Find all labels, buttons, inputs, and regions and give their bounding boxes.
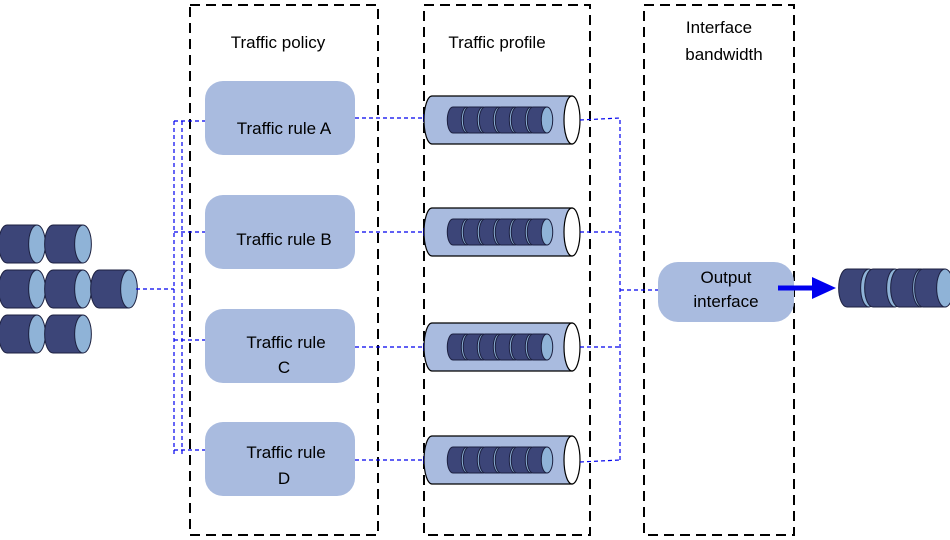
queued-packet [526, 106, 554, 134]
traffic-rule-a-label: Traffic rule A [237, 119, 332, 138]
queue-to-output-connector [579, 117, 669, 463]
traffic-profile-header: Traffic profile [448, 33, 545, 52]
input-packet [44, 224, 92, 264]
traffic-rule-d: Traffic rule D [205, 422, 355, 496]
traffic-rule-d-label-line1: Traffic rule [246, 443, 325, 462]
input-packet [44, 269, 92, 309]
input-packet [0, 314, 46, 354]
input-packets [0, 224, 138, 354]
traffic-policy-header: Traffic policy [231, 33, 326, 52]
interface-bandwidth-header-line1: Interface [686, 18, 752, 37]
traffic-rule-a: Traffic rule A [205, 81, 355, 155]
traffic-rule-b-label: Traffic rule B [236, 230, 331, 249]
output-interface: Output interface [658, 262, 794, 322]
traffic-profile-queues [423, 95, 581, 485]
queue [423, 95, 581, 145]
output-packets [838, 268, 950, 308]
input-packet [90, 269, 138, 309]
traffic-rule-b: Traffic rule B [205, 195, 355, 269]
interface-bandwidth-header-line2: bandwidth [685, 45, 763, 64]
traffic-rule-c-label-line1: Traffic rule [246, 333, 325, 352]
output-arrow [778, 277, 836, 299]
traffic-rule-d-label-line2: D [278, 469, 290, 488]
output-packet [914, 268, 950, 308]
interface-bandwidth-column [643, 4, 795, 536]
input-packet [0, 224, 46, 264]
traffic-profile-column [423, 4, 591, 536]
input-connector [136, 121, 183, 456]
input-packet [44, 314, 92, 354]
queued-packet [526, 218, 554, 246]
output-interface-label-line2: interface [693, 292, 758, 311]
traffic-policy-column [189, 4, 379, 536]
queued-packet [526, 446, 554, 474]
queue [423, 435, 581, 485]
queued-packet [526, 333, 554, 361]
traffic-rule-c: Traffic rule C [205, 309, 355, 383]
output-interface-label-line1: Output [700, 268, 751, 287]
input-packet [0, 269, 46, 309]
queue [423, 322, 581, 372]
traffic-rule-c-label-line2: C [278, 358, 290, 377]
rule-to-queue-arrows [355, 114, 431, 464]
queue [423, 207, 581, 257]
